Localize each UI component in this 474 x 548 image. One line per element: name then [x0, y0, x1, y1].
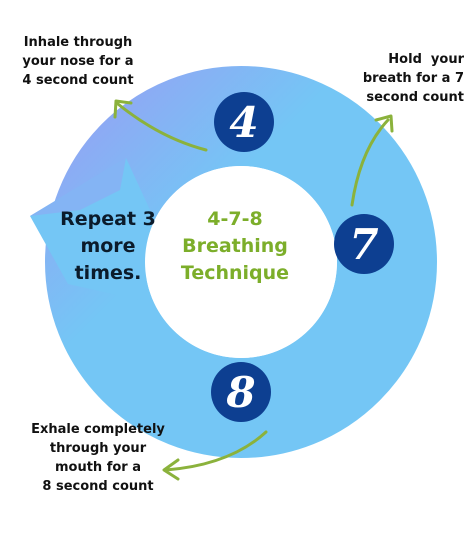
repeat-label: Repeat 3 more times. [58, 206, 158, 287]
hold-arrow [350, 118, 390, 207]
technique-title: 4-7-8 Breathing Technique [170, 206, 300, 287]
center-circle [145, 166, 337, 358]
hold-instruction: Hold your breath for a 7 second count [338, 50, 464, 107]
cycle-arrowhead [30, 158, 162, 300]
repeat-line-2: more [80, 235, 136, 257]
title-line-2: Breathing [182, 235, 288, 257]
badge-4-number: 4 [229, 98, 258, 147]
hold-line-3: second count [366, 90, 464, 105]
badge-8 [211, 362, 271, 422]
exhale-line-4: 8 second count [42, 479, 154, 494]
exhale-arrowhead [162, 458, 180, 481]
hold-arrowhead [374, 114, 394, 133]
repeat-line-1: Repeat 3 [60, 208, 156, 230]
exhale-line-2: through your [49, 441, 147, 456]
exhale-instruction: Exhale completely through your mouth for… [18, 420, 178, 496]
hold-line-1: Hold your [388, 52, 464, 67]
inhale-line-3: 4 second count [22, 73, 134, 88]
cycle-arrowhead-accent [30, 158, 126, 216]
badge-8-number: 8 [225, 368, 255, 417]
badge-4 [214, 92, 274, 152]
exhale-line-3: mouth for a [54, 460, 142, 475]
inhale-line-2: your nose for a [22, 54, 134, 69]
repeat-line-3: times. [74, 262, 142, 284]
badge-7-number: 7 [349, 220, 378, 269]
inhale-instruction: Inhale through your nose for a 4 second … [8, 33, 148, 90]
title-line-1: 4-7-8 [207, 208, 263, 230]
badge-7 [334, 214, 394, 274]
title-line-3: Technique [180, 262, 290, 284]
exhale-line-1: Exhale completely [31, 422, 165, 437]
inhale-line-1: Inhale through [23, 35, 133, 50]
hold-line-2: breath for a 7 [362, 71, 464, 86]
exhale-arrow [164, 430, 268, 472]
inhale-arrowhead [113, 99, 133, 119]
inhale-arrow [116, 102, 208, 152]
